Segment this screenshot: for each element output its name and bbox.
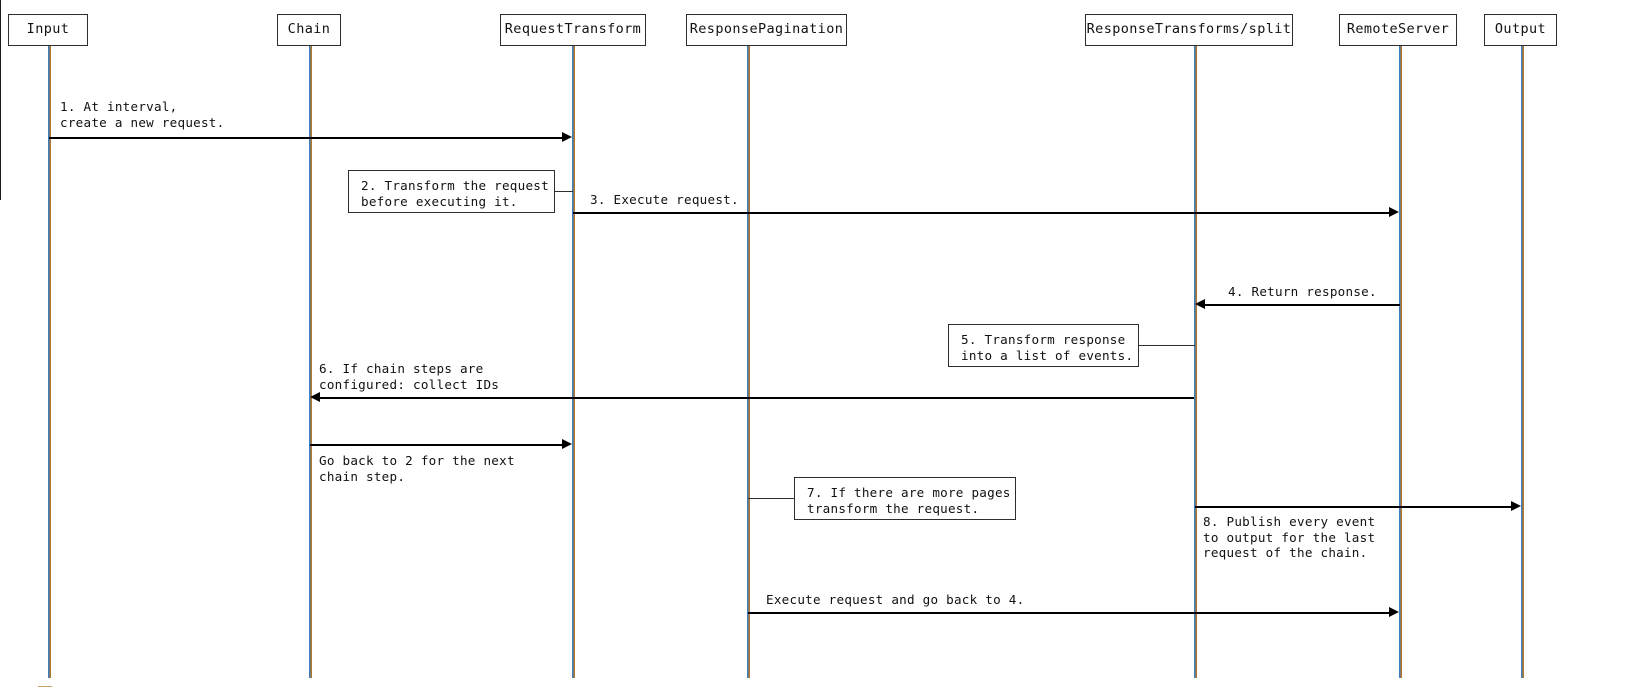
participant-label: Input: [26, 21, 70, 38]
arrow-head-3: [1389, 207, 1399, 217]
lifeline-chain: [309, 46, 312, 678]
lifeline-response-pagination: [747, 46, 750, 678]
message-line-4: [1205, 304, 1400, 306]
arrow-head-1: [562, 132, 572, 142]
participant-label: ResponsePagination: [689, 21, 844, 38]
lifeline-response-transforms-split: [1194, 46, 1197, 678]
note-connector-5: [1139, 345, 1195, 347]
participant-label: Output: [1494, 21, 1547, 38]
note-7-more-pages: 7. If there are more pages transform the…: [794, 477, 1016, 520]
bottom-left-artifact: [38, 686, 52, 687]
participant-label: RemoteServer: [1346, 21, 1450, 38]
message-label-8: 8. Publish every event to output for the…: [1203, 514, 1376, 561]
participant-chain[interactable]: Chain: [277, 14, 341, 46]
participant-response-pagination[interactable]: ResponsePagination: [686, 14, 847, 46]
note-5-transform-response: 5. Transform response into a list of eve…: [948, 324, 1139, 367]
message-label-3: 3. Execute request.: [590, 192, 739, 207]
participant-label: Chain: [287, 21, 331, 38]
note-connector-2: [555, 191, 573, 193]
participant-label: RequestTransform: [504, 21, 642, 38]
arrow-head-6: [310, 392, 320, 402]
message-line-3: [573, 212, 1389, 214]
arrow-head-8: [1511, 501, 1521, 511]
lifeline-output: [1521, 46, 1524, 678]
arrow-head-4: [1195, 299, 1205, 309]
lifeline-input: [48, 46, 51, 678]
participant-request-transform[interactable]: RequestTransform: [500, 14, 646, 46]
message-label-1: 1. At interval, create a new request.: [60, 99, 225, 130]
lifeline-remote-server: [1399, 46, 1402, 678]
note-connector-7: [748, 498, 795, 500]
message-label-4: 4. Return response.: [1228, 284, 1377, 299]
message-label-6: 6. If chain steps are configured: collec…: [319, 361, 500, 392]
message-line-6: [320, 397, 1194, 399]
message-line-1: [49, 137, 562, 139]
participant-input[interactable]: Input: [8, 14, 88, 46]
message-label-go-back-to-4: Execute request and go back to 4.: [766, 592, 1025, 607]
participant-label: ResponseTransforms/split: [1086, 21, 1292, 38]
participant-response-transforms-split[interactable]: ResponseTransforms/split: [1085, 14, 1293, 46]
arrow-head-go-back-to-4: [1389, 607, 1399, 617]
message-line-go-back-to-2: [310, 444, 562, 446]
participant-output[interactable]: Output: [1484, 14, 1557, 46]
participant-remote-server[interactable]: RemoteServer: [1339, 14, 1457, 46]
lifeline-request-transform: [572, 46, 575, 678]
message-line-8: [1195, 506, 1511, 508]
message-line-go-back-to-4: [748, 612, 1389, 614]
note-2-transform-request: 2. Transform the request before executin…: [348, 170, 555, 213]
page-left-border: [0, 0, 1, 200]
arrow-head-go-back-to-2: [562, 439, 572, 449]
message-label-go-back-to-2: Go back to 2 for the next chain step.: [319, 453, 515, 484]
